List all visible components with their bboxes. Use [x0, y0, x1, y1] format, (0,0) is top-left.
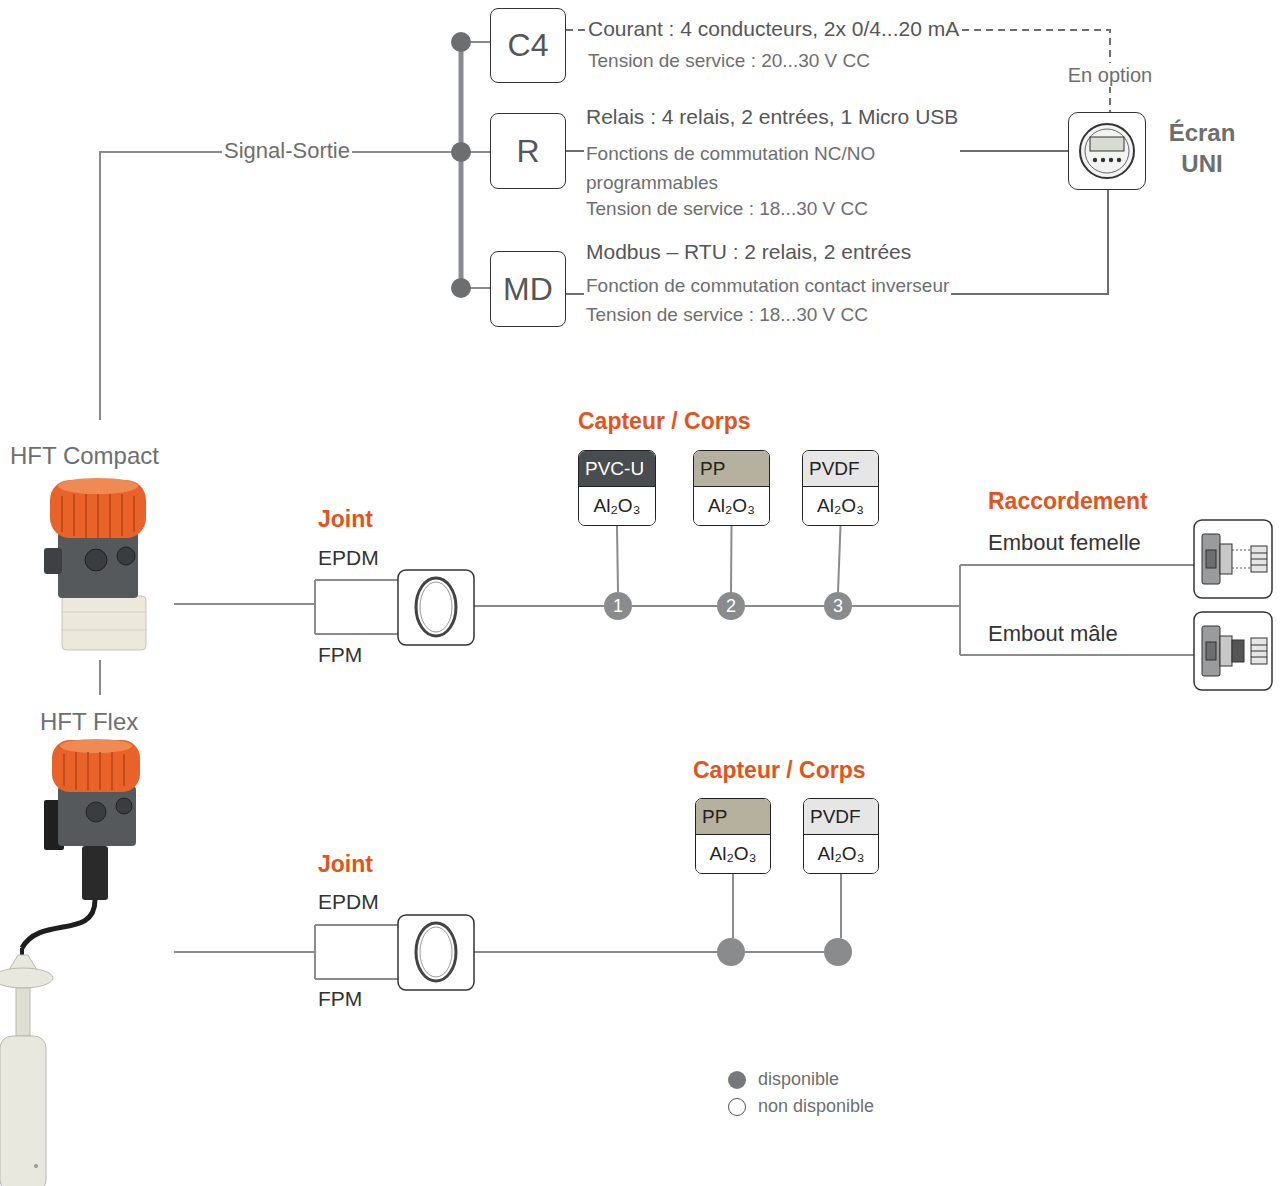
connector-label: En option [1066, 63, 1155, 87]
legend-swatch [728, 1071, 746, 1089]
device-link [99, 660, 101, 695]
callout-number-text: 1 [613, 596, 623, 617]
device-name: HFT Flex [38, 708, 140, 737]
body-material: PVDF [803, 451, 878, 487]
spec-text: Modbus – RTU : 2 relais, 2 entrées [584, 239, 913, 264]
seal-material: EPDM [316, 545, 381, 570]
hft-flex-device [0, 739, 140, 1186]
connector [632, 605, 717, 607]
section-title: Raccordement [986, 488, 1150, 516]
display-title: Écran UNI [1161, 117, 1243, 179]
spec-text: Fonction de commutation contact inverseu… [584, 275, 951, 298]
seal-material: EPDM [316, 889, 381, 914]
body-material: PP [696, 799, 770, 835]
sensor-material: Al₂O₃ [696, 835, 770, 873]
sensor-material: Al₂O₃ [803, 487, 878, 525]
legend-row: disponible [728, 1069, 839, 1090]
signal-bus [459, 42, 464, 288]
connection-bracket [852, 565, 1194, 655]
display-box: Écran UNI [1068, 112, 1146, 190]
sensor-material: Al₂O₃ [579, 487, 655, 525]
spec-text: Tension de service : 20...30 V CC [586, 50, 872, 73]
material-box: PPAl₂O₃ [693, 450, 770, 526]
material-box: PVC-UAl₂O₃ [578, 450, 656, 526]
sensor-material: Al₂O₃ [694, 487, 769, 525]
legend-symbol [728, 1098, 746, 1116]
output-code: R [516, 133, 539, 170]
connector [745, 605, 824, 607]
connector [617, 526, 618, 592]
signal-label: Signal-Sortie [222, 138, 352, 164]
legend-text: non disponible [758, 1096, 874, 1117]
bus-stub [461, 42, 490, 288]
section-title: Joint [316, 506, 375, 534]
section-title: Capteur / Corps [576, 408, 753, 436]
connection-type: Embout femelle [986, 530, 1143, 556]
output-box: C4 [490, 8, 566, 83]
spec-text: Courant : 4 conducteurs, 2x 0/4...20 mA [586, 16, 961, 41]
callout-number-text: 3 [833, 596, 843, 617]
joint-bracket [174, 925, 398, 979]
section-title: Joint [316, 851, 375, 879]
output-code: MD [503, 271, 553, 308]
legend-row: non disponible [728, 1096, 874, 1117]
seal-material: FPM [316, 642, 364, 667]
display-icon [1080, 124, 1134, 178]
connector [730, 526, 733, 592]
output-code: C4 [508, 27, 549, 64]
connector [566, 30, 1110, 112]
callout-number-text: 2 [726, 596, 736, 617]
spec-text: Relais : 4 relais, 2 entrées, 1 Micro US… [584, 104, 960, 129]
output-box: R [490, 113, 566, 189]
joint-bracket [174, 580, 398, 634]
hft-compact-device [44, 478, 146, 650]
material-box: PVDFAl₂O₃ [802, 450, 879, 526]
connection-type: Embout mâle [986, 621, 1120, 647]
fitting-icon [1194, 520, 1272, 690]
spec-text: Fonctions de commutation NC/NO programma… [584, 139, 960, 197]
spec-text: Tension de service : 18...30 V CC [584, 198, 870, 221]
option-line [474, 874, 841, 952]
output-box: MD [490, 251, 566, 327]
oring-icon [398, 570, 474, 990]
callout-number: 1 [604, 592, 632, 620]
seal-material: FPM [316, 986, 364, 1011]
joint-line [474, 605, 604, 607]
callout-number: 2 [717, 592, 745, 620]
connector [838, 526, 841, 592]
legend-text: disponible [758, 1069, 839, 1090]
callout-number: 3 [824, 592, 852, 620]
material-box: PPAl₂O₃ [695, 798, 771, 874]
section-title: Capteur / Corps [691, 757, 868, 785]
body-material: PP [694, 451, 769, 487]
sensor-material: Al₂O₃ [804, 835, 878, 873]
device-name: HFT Compact [8, 442, 161, 471]
body-material: PVDF [804, 799, 878, 835]
available-dot [717, 938, 852, 966]
material-box: PVDFAl₂O₃ [803, 798, 879, 874]
signal-line [100, 152, 461, 420]
body-material: PVC-U [579, 451, 655, 487]
spec-text: Tension de service : 18...30 V CC [584, 304, 870, 327]
bus-dot [451, 32, 471, 298]
